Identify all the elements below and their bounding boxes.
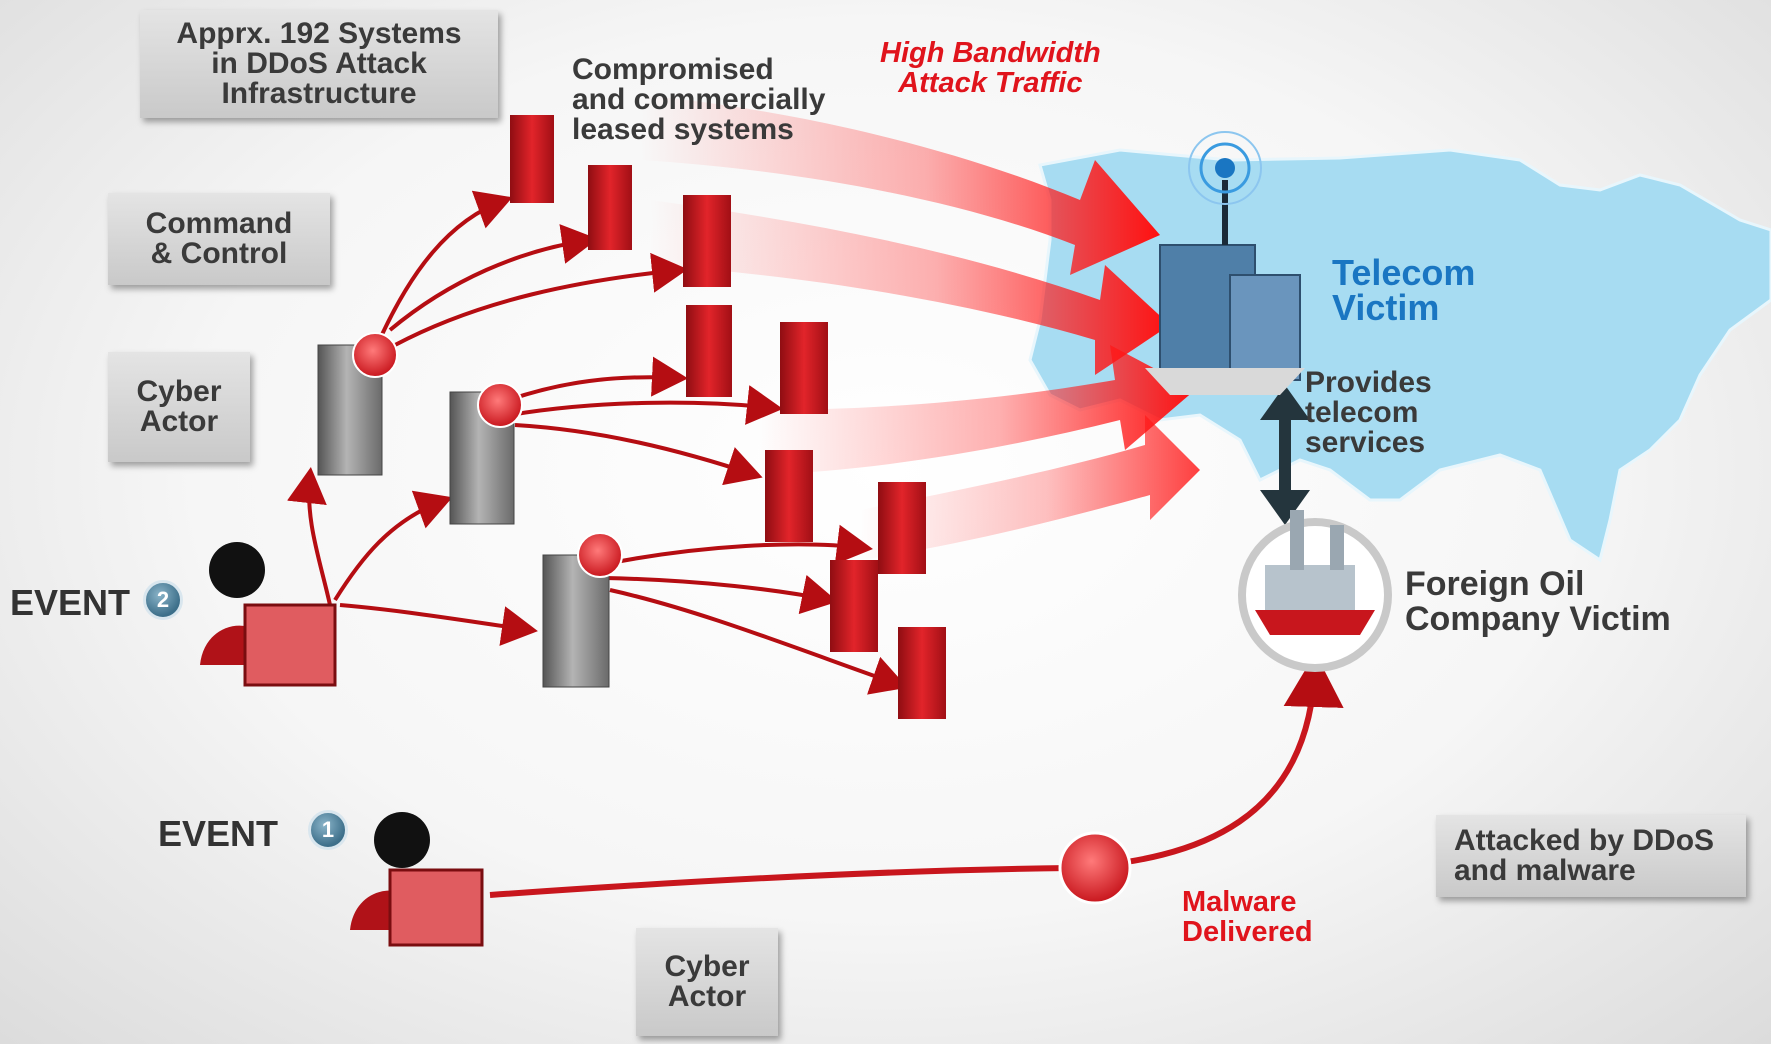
- label-malware-delivered: Malware Delivered: [1182, 886, 1313, 948]
- label-compromised-systems: Compromised and commercially leased syst…: [572, 53, 826, 146]
- bidirectional-arrow-icon: [1260, 385, 1310, 525]
- label-foreign-oil-victim: Foreign Oil Company Victim: [1405, 565, 1671, 638]
- oil-refinery-icon: [1238, 510, 1392, 672]
- event-2-label: EVENT: [10, 582, 131, 623]
- cell-tower-icon: [1188, 131, 1262, 245]
- attack-traffic-band-1: [640, 95, 1160, 275]
- malware-delivery-path: [489, 653, 1344, 898]
- red-server-icon: [588, 165, 632, 250]
- red-server-icon: [830, 560, 878, 652]
- telecom-building-icon: [1145, 244, 1305, 395]
- red-server-icon: [683, 195, 731, 287]
- callout-cyber-actor-bottom: Cyber Actor: [636, 928, 778, 1036]
- attack-traffic-band-4: [860, 415, 1200, 560]
- malware-bug-icon: [477, 382, 523, 428]
- red-server-icon: [686, 305, 732, 397]
- event-2-badge: 2: [143, 580, 183, 620]
- malware-bug-icon: [352, 332, 398, 378]
- red-server-icon: [765, 450, 813, 542]
- callout-cyber-actor-top: Cyber Actor: [108, 352, 250, 462]
- malware-bug-icon: [1058, 831, 1132, 905]
- event-1-badge: 1: [308, 810, 348, 850]
- label-provides-telecom: Provides telecom services: [1305, 366, 1432, 459]
- callout-attacked-by: Attacked by DDoS and malware: [1436, 815, 1746, 897]
- attack-traffic-band-2: [650, 200, 1170, 375]
- attack-traffic-band-3: [760, 345, 1195, 475]
- hacker-icon: [350, 812, 484, 947]
- command-arrows: [287, 190, 908, 695]
- red-server-icon: [780, 322, 828, 414]
- gray-server-icons: [317, 344, 610, 688]
- hacker-icon: [200, 542, 337, 687]
- label-high-bandwidth-traffic: High Bandwidth Attack Traffic: [880, 37, 1101, 99]
- red-server-icons: [510, 115, 946, 719]
- red-server-icon: [878, 482, 926, 574]
- callout-command-control: Command & Control: [108, 193, 330, 285]
- usa-map: [1028, 148, 1771, 563]
- malware-bug-icon: [577, 532, 623, 578]
- red-server-icon: [898, 627, 946, 719]
- label-telecom-victim: Telecom Victim: [1332, 252, 1476, 328]
- callout-infrastructure: Apprx. 192 Systems in DDoS Attack Infras…: [140, 10, 498, 118]
- red-server-icon: [510, 115, 554, 203]
- event-1-label: EVENT: [158, 813, 279, 854]
